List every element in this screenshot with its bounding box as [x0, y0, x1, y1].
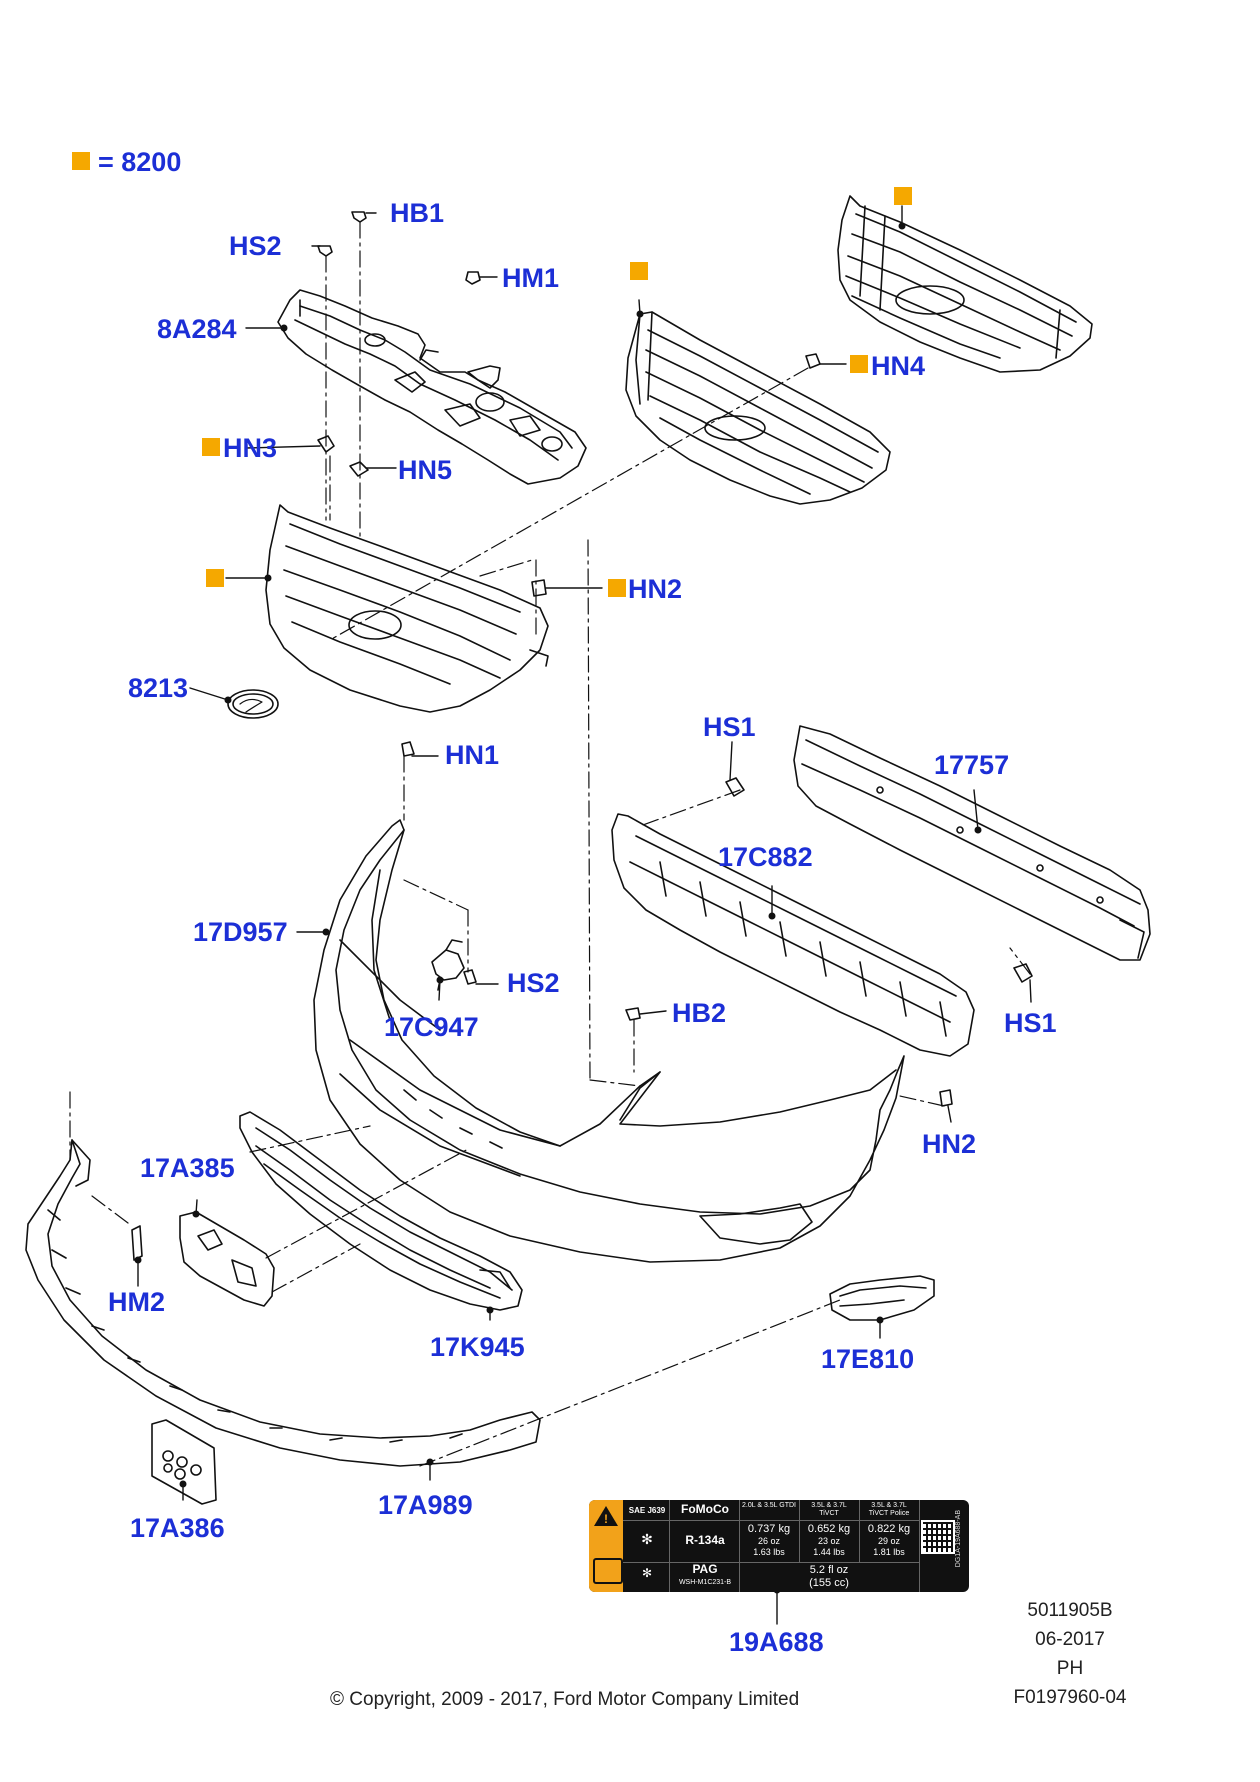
decal-col3-kg: 0.822 kg	[867, 1523, 911, 1535]
callout-HM1: HM1	[502, 263, 560, 293]
callout-17A386: 17A386	[130, 1513, 225, 1543]
doc-meta: 5011905B 06-2017 PH F0197960-04	[990, 1596, 1150, 1712]
part-17757-beam	[793, 725, 1151, 961]
fasteners	[131, 211, 1033, 1261]
leader-lines	[137, 205, 1032, 1625]
callout-HS1-bottom: HS1	[1004, 1008, 1057, 1038]
callout-HN5: HN5	[398, 455, 453, 485]
callout-17A989: 17A989	[378, 1490, 473, 1520]
part-8A284-shield	[277, 289, 587, 485]
marker-8213	[206, 569, 224, 587]
doc-number: 5011905B	[1027, 1600, 1113, 1621]
part-17A385-plate-bracket	[179, 1211, 275, 1307]
part-8213-grille	[265, 504, 549, 713]
decal-oil: PAG	[692, 1562, 718, 1576]
callout-17K945: 17K945	[430, 1332, 525, 1362]
callout-HN2-bottom: HN2	[922, 1129, 977, 1159]
marker-hn2	[608, 579, 626, 597]
callout-19A688: 19A688	[729, 1627, 824, 1657]
qr-code-overlay	[923, 1522, 953, 1552]
part-17E810-fog-cover	[829, 1275, 935, 1321]
snowflake-icon: ✻	[641, 1531, 653, 1547]
callout-HS2-mid: HS2	[507, 968, 560, 998]
part-17C947-bracket	[431, 939, 465, 991]
decal-oil-amount: 5.2 fl oz	[809, 1564, 849, 1576]
part-17D957-bumper-cover	[313, 819, 905, 1263]
callout-HB2: HB2	[672, 998, 727, 1028]
callout-17A385: 17A385	[140, 1153, 235, 1183]
part-17C882-absorber	[611, 813, 975, 1057]
copyright-notice: © Copyright, 2009 - 2017, Ford Motor Com…	[330, 1689, 800, 1710]
callout-17D957: 17D957	[193, 917, 288, 947]
ford-emblem	[227, 689, 279, 719]
decal-standard: SAE J639	[628, 1506, 666, 1515]
decal-col1-kg: 0.737 kg	[747, 1523, 791, 1535]
callout-HB1: HB1	[390, 198, 445, 228]
decal-brand: FoMoCo	[681, 1502, 729, 1516]
callout-HN2-top: HN2	[628, 574, 683, 604]
part-17A989-lower-lip	[25, 1139, 541, 1467]
part-17K945-lower-grille	[239, 1111, 523, 1311]
part-middle-grille	[625, 311, 891, 505]
marker-hn3	[202, 438, 220, 456]
decal-col2-header: 3.5L & 3.7L TiVCT	[811, 1502, 847, 1517]
decal-col2-kg: 0.652 kg	[807, 1523, 851, 1535]
callout-HM2: HM2	[108, 1287, 166, 1317]
doc-region: PH	[1056, 1658, 1084, 1679]
legend-text: = 8200	[98, 147, 182, 177]
decal-col3-lbs: 1.81 lbs	[873, 1547, 905, 1557]
oil-can-icon	[593, 1558, 623, 1584]
callout-HS2-top: HS2	[229, 231, 282, 261]
callout-HN4: HN4	[871, 351, 926, 381]
leader-dots	[134, 222, 982, 1594]
part-upper-grille-right	[837, 195, 1093, 373]
callout-HN3: HN3	[223, 433, 278, 463]
oil-drop-icon: ✻	[641, 1566, 653, 1580]
callout-17C882: 17C882	[718, 842, 813, 872]
callout-8213: 8213	[128, 673, 189, 703]
decal-oil-amount-cc: (155 cc)	[809, 1577, 849, 1589]
callout-8A284: 8A284	[157, 314, 237, 344]
part-17A386-fastener-kit	[151, 1419, 217, 1505]
decal-col3-oz: 29 oz	[877, 1536, 901, 1546]
marker-upper-grille	[894, 187, 912, 205]
alignment-lines	[69, 221, 1031, 1467]
decal-col3-header: 3.5L & 3.7L TiVCT Police	[868, 1502, 910, 1517]
marker-hn4	[850, 355, 868, 373]
legend-marker	[72, 152, 90, 170]
decal-col2-lbs: 1.44 lbs	[813, 1547, 845, 1557]
decal-part-ref: DG1A-19A688-AB	[955, 1510, 962, 1568]
decal-col1-lbs: 1.63 lbs	[753, 1547, 785, 1557]
refrigerant-decal: ! SAE J639 FoMoCo 2.0L & 3.5L GTDI 3.5L …	[589, 1500, 969, 1592]
doc-date: 06-2017	[1035, 1629, 1105, 1650]
callout-HN1: HN1	[445, 740, 500, 770]
decal-oil-spec: WSH-M1C231-B	[678, 1579, 732, 1586]
marker-middle-grille	[630, 262, 648, 280]
callout-HS1-top: HS1	[703, 712, 756, 742]
warning-exclaim: !	[604, 1512, 608, 1526]
decal-col1-header: 2.0L & 3.5L GTDI	[742, 1502, 796, 1509]
decal-refrigerant: R-134a	[685, 1533, 725, 1547]
callout-17E810: 17E810	[821, 1344, 915, 1374]
callout-17C947: 17C947	[384, 1012, 479, 1042]
warning-icon	[594, 1506, 618, 1526]
callout-17757: 17757	[934, 750, 1010, 780]
figure-id: F0197960-04	[1013, 1687, 1127, 1708]
decal-col2-oz: 23 oz	[817, 1536, 841, 1546]
decal-col1-oz: 26 oz	[757, 1536, 781, 1546]
